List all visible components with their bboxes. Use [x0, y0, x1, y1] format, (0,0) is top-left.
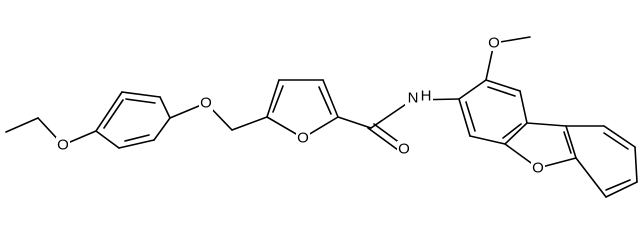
bond-ring-b-5	[605, 181, 638, 198]
chemical-structure-diagram: O O O O N H O O	[5, 35, 638, 198]
atom-o-dibenzofuran-label: O	[532, 160, 544, 177]
atom-o-furan-label: O	[297, 130, 309, 147]
bond-benzene-inner-3	[103, 99, 124, 129]
atom-nh-amide: N H	[405, 84, 433, 108]
bond-benzene-3	[153, 117, 171, 141]
atom-n-label: N	[408, 90, 419, 107]
bond-ring-a-5	[469, 135, 506, 145]
bond-carbonyl-co-1	[367, 127, 399, 151]
atom-o-carbonyl: O	[397, 141, 411, 158]
bond-core-c-c	[526, 122, 567, 127]
bond-benzene-1	[95, 130, 120, 149]
bond-ring-a-inner-2	[502, 123, 522, 139]
bond-furan-inner-1	[272, 85, 284, 113]
bond-benzene-5	[121, 91, 161, 98]
bond-ring-b-inner-2	[605, 179, 631, 191]
atom-o-ethoxy-label: O	[57, 137, 69, 154]
bond-ring-a-inner-1	[487, 86, 516, 97]
atom-o-ethoxy: O	[56, 137, 70, 154]
bond-ring-a-2	[485, 79, 521, 92]
bond-benzene-6	[95, 91, 123, 132]
bond-ring-a-1	[458, 79, 487, 100]
bond-ch2-furan	[231, 116, 268, 131]
atom-o-carbonyl-label: O	[398, 141, 410, 158]
atom-o-methoxy-label: O	[488, 35, 500, 52]
atom-o-phenoxy-label: O	[200, 95, 212, 112]
bond-ring-b-1	[565, 125, 577, 159]
atom-o-methoxy: O	[487, 35, 501, 52]
bond-benzene-4	[159, 96, 171, 119]
atom-o-furan: O	[296, 130, 310, 147]
bond-ring-b-3	[603, 125, 636, 148]
atom-h-label: H	[421, 88, 432, 105]
bond-ethyl-ch3-ch2	[5, 117, 39, 133]
bond-furan-c5-c4	[266, 79, 280, 118]
bond-ring-a-3	[519, 90, 528, 124]
bond-ring-a-4	[504, 122, 528, 145]
bond-ring-b-4	[634, 146, 638, 183]
bond-benzene-inner-2	[125, 98, 156, 104]
bond-core-inner	[563, 131, 572, 154]
bond-furan-inner-2	[318, 86, 332, 115]
bond-ring-a-inner-3	[465, 101, 476, 132]
bond-ring-b-inner-1	[603, 132, 629, 150]
atom-o-dibenzofuran: O	[531, 160, 545, 177]
bond-benzene-inner-1	[124, 134, 150, 142]
bond-furan-carbonyl	[337, 116, 372, 129]
bond-ring-b-6	[575, 157, 607, 198]
bond-furan-c3-c2	[322, 79, 339, 118]
bond-ring-a-6	[458, 98, 471, 137]
bond-benzene-2	[118, 139, 155, 149]
atom-o-phenoxy: O	[199, 95, 213, 112]
